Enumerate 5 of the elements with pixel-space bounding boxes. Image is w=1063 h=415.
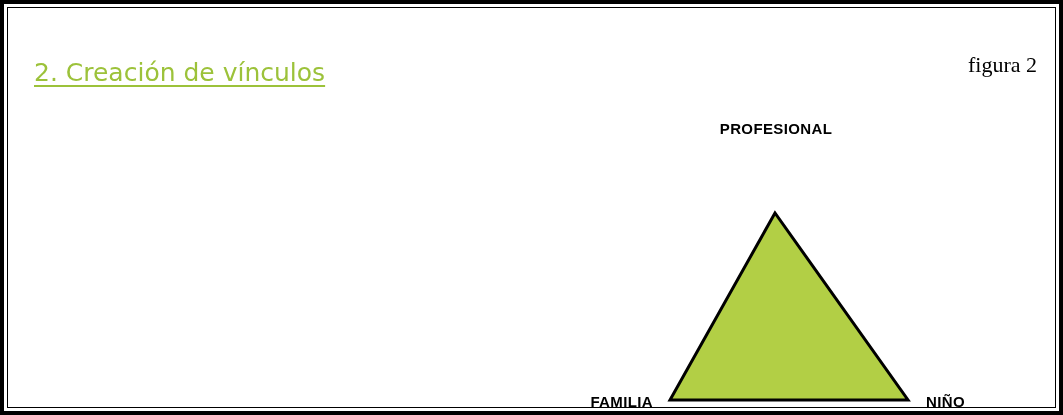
vertex-label: PROFESIONAL <box>718 119 834 139</box>
figure-label: figura 2 <box>967 51 1037 79</box>
vertex-label: NIÑO <box>926 392 966 412</box>
vertex-label: FAMILIA <box>589 392 653 412</box>
title: 2. Creación de vínculos <box>34 57 326 89</box>
